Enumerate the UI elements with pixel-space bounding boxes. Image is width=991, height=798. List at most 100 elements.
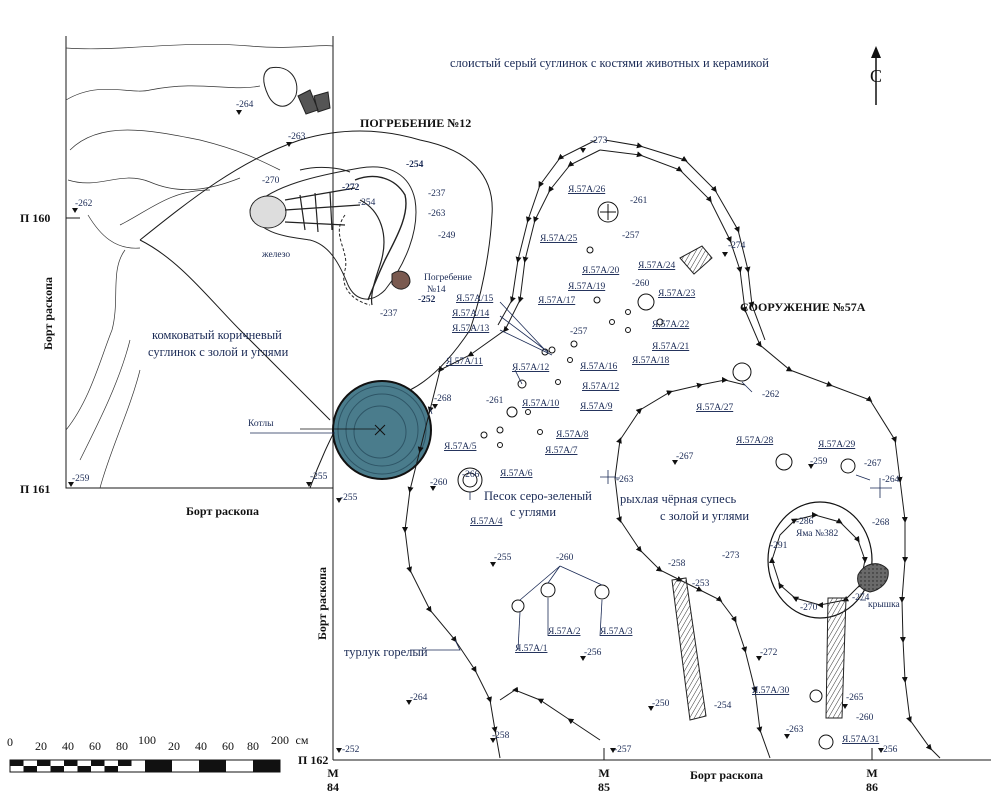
excavation-frame xyxy=(65,36,991,761)
scale-tick: 60 xyxy=(89,739,101,753)
feature-label: Я.57А/7 xyxy=(545,446,578,456)
depth-label: -270 xyxy=(800,603,818,613)
depth-label: -250 xyxy=(652,699,670,709)
feature-label: Я.57А/3 xyxy=(600,627,633,637)
depth-label: -264 xyxy=(882,475,900,485)
depth-label: -272 xyxy=(342,183,360,193)
burial-14-label-2: №14 xyxy=(427,285,446,295)
depth-label: -260 xyxy=(856,713,874,723)
leader-lines xyxy=(250,301,892,651)
depth-label: -264 xyxy=(236,100,254,110)
loose-sand-label-2: с золой и углями xyxy=(660,509,749,523)
feature-label: Я.57А/23 xyxy=(658,289,695,299)
depth-label: -260 xyxy=(556,553,574,563)
bort-left-label: Борт раскопа xyxy=(41,277,55,350)
depth-label: -255 xyxy=(310,472,328,482)
scale-tick: 40 xyxy=(195,739,207,753)
grid-p162: П 162 xyxy=(298,753,328,767)
depth-label: -237 xyxy=(428,189,446,199)
depth-label: -274 xyxy=(728,241,746,251)
sand-label-2: с углями xyxy=(510,505,556,519)
grid-m86-num: 86 xyxy=(866,780,878,794)
feature-label: Я.57А/21 xyxy=(652,342,689,352)
depth-label: -274 xyxy=(852,593,870,603)
scale-tick: 80 xyxy=(116,739,128,753)
feature-label: Я.57А/26 xyxy=(568,185,605,195)
depth-label: -265 xyxy=(846,693,864,703)
feature-label: Я.57А/1 xyxy=(515,644,548,654)
feature-label: Я.57А/10 xyxy=(522,399,559,409)
feature-label: Я.57А/12 xyxy=(582,382,619,392)
bort-bottom-label: Борт раскопа xyxy=(690,768,763,782)
depth-label: -255 xyxy=(494,553,512,563)
depth-label: -267 xyxy=(676,452,694,462)
feature-label: Я.57А/28 xyxy=(736,436,773,446)
depth-label: -257 xyxy=(622,231,640,241)
scale-unit: см xyxy=(296,733,309,747)
depth-label: -249 xyxy=(438,231,456,241)
pit-382 xyxy=(767,501,889,619)
depth-label: -254 xyxy=(358,198,376,208)
feature-label: Я.57А/27 xyxy=(696,403,733,413)
grid-m84: М xyxy=(327,766,338,780)
feature-label: Я.57А/11 xyxy=(446,357,483,367)
feature-label: Я.57А/2 xyxy=(548,627,581,637)
depth-label: -263 xyxy=(786,725,804,735)
grid-m86: М xyxy=(866,766,877,780)
depth-label: -272 xyxy=(760,648,778,658)
brown-loam-label-2: суглинок с золой и углями xyxy=(148,345,289,359)
depth-label: -253 xyxy=(692,579,710,589)
lid-label: крышка xyxy=(868,600,901,610)
feature-label: Я.57А/12 xyxy=(512,363,549,373)
scale-tick: 20 xyxy=(35,739,47,753)
depth-label: -261 xyxy=(630,196,648,206)
feature-label: Я.57А/29 xyxy=(818,440,855,450)
depth-label: -264 xyxy=(410,693,428,703)
depth-label: -291 xyxy=(770,541,788,551)
burial-14-label-1: Погребение xyxy=(424,272,472,283)
grid-m85-num: 85 xyxy=(598,780,610,794)
depth-label: -262 xyxy=(762,390,780,400)
scale-tick: 200 xyxy=(271,733,289,747)
depth-label: -259 xyxy=(72,474,90,484)
feature-label: Я.57А/14 xyxy=(452,309,489,319)
depth-label: -258 xyxy=(492,731,510,741)
layer-lines xyxy=(65,43,334,489)
scale-tick: 40 xyxy=(62,739,74,753)
feature-label: Я.57А/18 xyxy=(632,356,669,366)
scale-tick: 20 xyxy=(168,739,180,753)
structure-57a-boundary xyxy=(402,139,941,759)
burial-12-title: ПОГРЕБЕНИЕ №12 xyxy=(360,116,471,130)
brown-loam-label-1: комковатый коричневый xyxy=(152,328,282,342)
scale-bar: 0 20 40 60 80 100 20 40 60 80 200 см xyxy=(7,733,309,773)
depth-label: -252 xyxy=(418,295,436,305)
turluk-label: турлук горелый xyxy=(344,645,428,659)
bort-mid-label: Борт раскопа xyxy=(186,504,259,518)
north-label: С xyxy=(870,66,882,86)
depth-label: -259 xyxy=(810,457,828,467)
feature-label: Я.57А/31 xyxy=(842,735,879,745)
depth-label: -270 xyxy=(262,176,280,186)
feature-label: Я.57А/13 xyxy=(452,324,489,334)
depth-label: -256 xyxy=(880,745,898,755)
post-holes xyxy=(457,201,856,750)
depth-label: -268 xyxy=(434,394,452,404)
depth-label: -273 xyxy=(722,551,740,561)
brown-loam-boundary xyxy=(139,130,493,489)
feature-label: Я.57А/8 xyxy=(556,430,589,440)
grid-m84-num: 84 xyxy=(327,780,339,794)
feature-label: Я.57А/30 xyxy=(752,686,789,696)
sand-label-1: Песок серо-зеленый xyxy=(484,489,592,503)
feature-label: Я.57А/16 xyxy=(580,362,617,372)
depth-label: -261 xyxy=(486,396,504,406)
depth-label: -260 xyxy=(632,279,650,289)
feature-label: Я.57А/15 xyxy=(456,294,493,304)
depth-label: -258 xyxy=(668,559,686,569)
depth-label: -257 xyxy=(614,745,632,755)
depth-label: -263 xyxy=(288,132,306,142)
grid-p161: П 161 xyxy=(20,482,50,496)
scale-tick: 100 xyxy=(138,733,156,747)
feature-label: Я.57А/4 xyxy=(470,517,503,527)
feature-label: Я.57А/22 xyxy=(652,320,689,330)
